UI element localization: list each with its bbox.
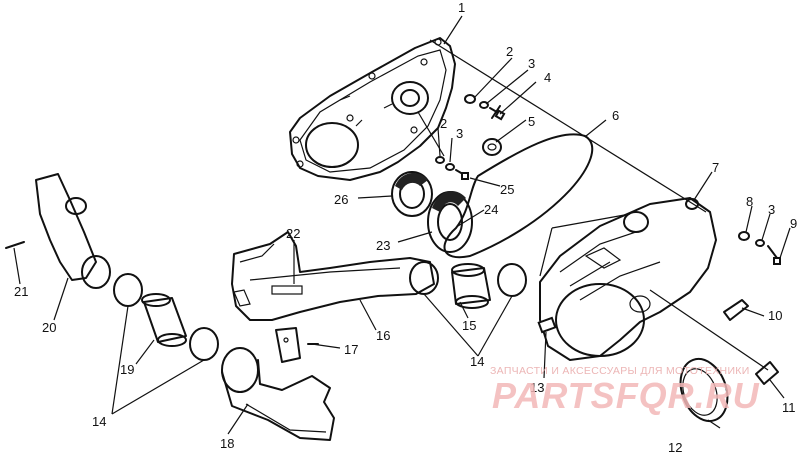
callout-11: 11	[782, 400, 796, 415]
plate-11	[755, 361, 779, 385]
callout-8: 8	[746, 194, 753, 209]
callout-15: 15	[462, 318, 476, 333]
screw-21	[5, 241, 25, 249]
callout-3: 3	[528, 56, 535, 71]
callout-14-right: 14	[470, 354, 484, 369]
intake-duct-16	[231, 231, 435, 321]
callout-18: 18	[220, 436, 234, 451]
disc-12	[679, 358, 729, 422]
callout-14-left: 14	[92, 414, 106, 429]
callout-5: 5	[528, 114, 535, 129]
watermark-caption: ЗАПЧАСТИ И АКСЕССУАРЫ ДЛЯ МОТОТЕХНИКИ	[490, 365, 750, 377]
callout-3-lower: 3	[456, 126, 463, 141]
sleeve-15	[451, 263, 491, 309]
bracket-17	[275, 327, 319, 363]
callout-4: 4	[544, 70, 551, 85]
callout-2-lower: 2	[440, 116, 447, 131]
callout-12: 12	[668, 440, 682, 455]
callout-19: 19	[120, 362, 134, 377]
outer-cover-7	[537, 197, 717, 361]
callout-9: 9	[790, 216, 797, 231]
seal-26	[391, 171, 433, 217]
watermark: ЗАПЧАСТИ И АКСЕССУАРЫ ДЛЯ МОТОТЕХНИКИ PA…	[490, 365, 760, 416]
sheave-23	[427, 190, 473, 253]
washer-5-hole	[487, 143, 497, 151]
callout-21: 21	[14, 284, 28, 299]
callout-labels: 1 2 3 4 5 6 2 3 25 26 24 23 7 8 3 9 22 2…	[14, 0, 797, 455]
clamp-14-d	[189, 327, 219, 361]
coupler-19	[141, 293, 187, 347]
callout-23: 23	[376, 238, 390, 253]
callout-3-right: 3	[768, 202, 775, 217]
callout-10: 10	[768, 308, 782, 323]
clip-10	[723, 299, 749, 321]
intake-tube-20	[35, 173, 111, 289]
callout-6: 6	[612, 108, 619, 123]
callout-24: 24	[484, 202, 498, 217]
callout-25: 25	[500, 182, 514, 197]
clamp-14-c	[113, 273, 143, 307]
callout-20: 20	[42, 320, 56, 335]
callout-17: 17	[344, 342, 358, 357]
watermark-logo: PARTSFQR.RU	[492, 375, 760, 416]
inner-cover-plate	[289, 37, 456, 181]
upper-fastener-stack	[464, 94, 506, 121]
callout-2: 2	[506, 44, 513, 59]
washer-5	[482, 138, 502, 156]
callout-7: 7	[712, 160, 719, 175]
lower-intake-18	[221, 347, 335, 441]
callout-26: 26	[334, 192, 348, 207]
lower-fastener-stack	[435, 156, 469, 180]
callout-13: 13	[530, 380, 544, 395]
drive-belt	[443, 133, 594, 259]
leader-lines	[13, 15, 791, 435]
callout-22: 22	[286, 226, 300, 241]
clamp-14-b	[497, 263, 527, 297]
right-fastener-stack	[738, 231, 781, 265]
callout-16: 16	[376, 328, 390, 343]
callout-1: 1	[458, 0, 465, 15]
